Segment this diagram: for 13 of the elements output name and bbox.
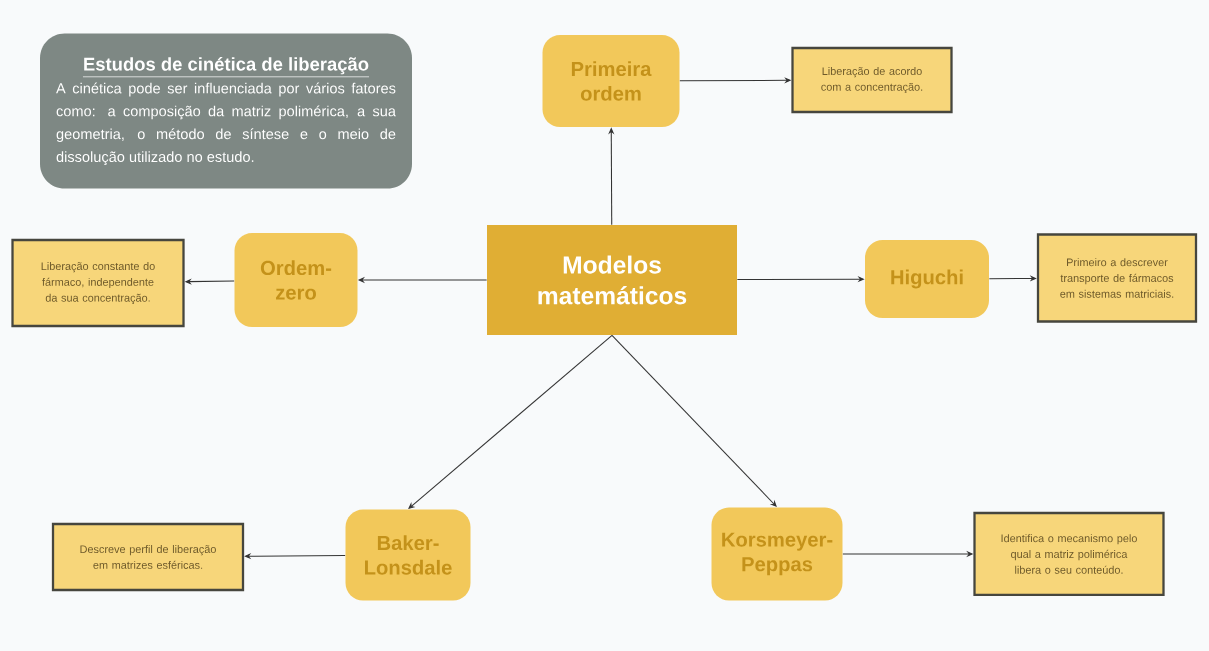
model-box: Higuchi	[865, 240, 989, 318]
description-box: Identifica o mecanismo pelo qual a matriz polimérica libera o seu conteúdo.	[973, 511, 1165, 597]
model-box: Baker-Lonsdale	[345, 509, 471, 601]
description-box: Liberação constante do fármaco, independente da sua concentração.	[11, 238, 185, 328]
description-box: Primeiro a descrever transporte de fármacos em sistemas matriciais.	[1036, 233, 1198, 323]
model-box: Primeira ordem	[542, 35, 680, 127]
note-box: Estudos de cinética de liberação A cinética pode ser influenciada por vários fatores como: a composição da matriz polimérica, a sua geometria, o método de síntese e o meio de dissolução utilizado no estudo.	[40, 33, 412, 189]
description-box: Liberação de acordo com a concentração.	[791, 46, 953, 114]
arrow	[244, 553, 346, 560]
model-box: Ordem-zero	[234, 233, 358, 327]
description-box: Descreve perfil de liberação em matrizes esféricas.	[51, 522, 245, 592]
model-box: Korsmeyer-Peppas	[711, 507, 843, 601]
central-box: Modelos matemáticos	[487, 225, 737, 335]
